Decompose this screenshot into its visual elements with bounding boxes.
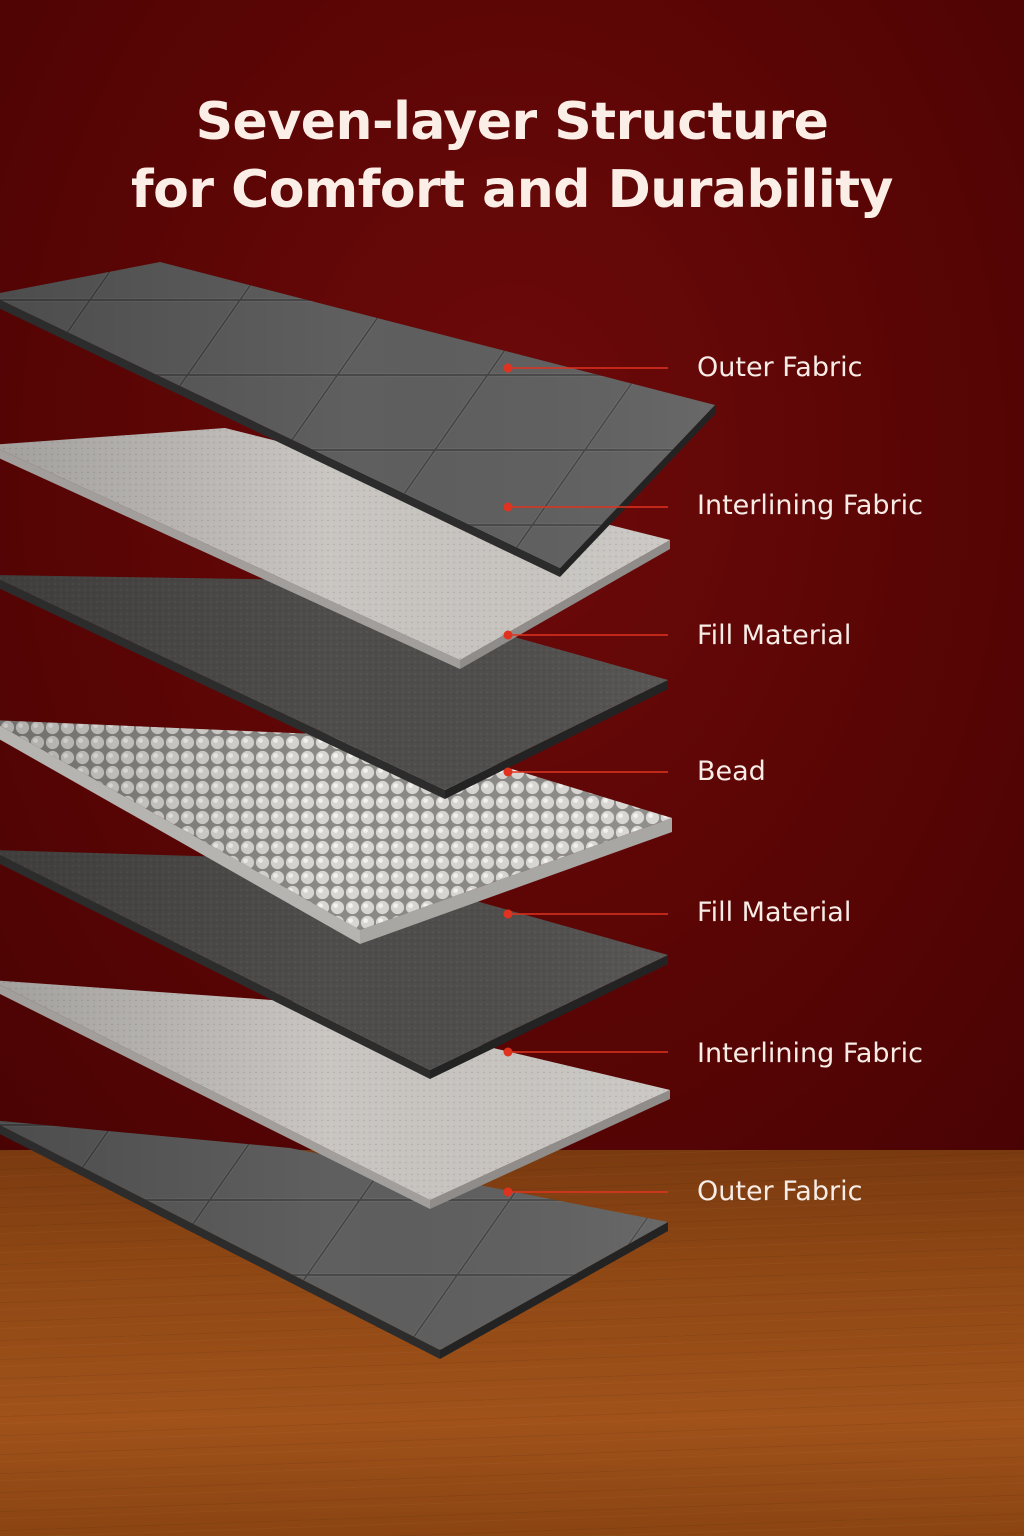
layer-label-interlining-fabric-top: Interlining Fabric bbox=[697, 490, 924, 521]
leader-dot-outer-fabric-top bbox=[503, 363, 513, 373]
layer-shading bbox=[0, 428, 670, 660]
layer-edge bbox=[360, 818, 672, 944]
layer-edge bbox=[0, 449, 460, 669]
layer-edge bbox=[0, 725, 360, 944]
leader-dot-interlining-fabric-bottom bbox=[503, 1047, 513, 1057]
layer-outer-fabric-top bbox=[0, 262, 715, 577]
title-line-2: for Comfort and Durability bbox=[131, 160, 893, 220]
title-line-1: Seven-layer Structure bbox=[195, 92, 829, 152]
layer-fill-material-bottom bbox=[0, 850, 668, 1079]
layer-shading bbox=[0, 262, 715, 568]
leader-dot-outer-fabric-bottom bbox=[503, 1187, 513, 1197]
layer-label-bead: Bead bbox=[697, 756, 766, 787]
layer-edge bbox=[440, 1222, 668, 1359]
layer-shading bbox=[0, 1120, 668, 1350]
layer-shading bbox=[0, 850, 668, 1070]
leader-dot-fill-material-top bbox=[503, 630, 513, 640]
layer-label-outer-fabric-top: Outer Fabric bbox=[697, 352, 863, 383]
layer-edge bbox=[460, 540, 670, 669]
layer-label-fill-material-top: Fill Material bbox=[697, 620, 852, 651]
layer-edge bbox=[0, 855, 430, 1079]
layer-shading bbox=[0, 575, 668, 790]
leader-dot-interlining-fabric-top bbox=[503, 502, 513, 512]
layer-edge bbox=[430, 955, 668, 1079]
layer-edge bbox=[560, 405, 715, 577]
layer-interlining-fabric-bottom bbox=[0, 980, 670, 1209]
layer-label-interlining-fabric-bottom: Interlining Fabric bbox=[697, 1038, 924, 1069]
layer-outer-fabric-bottom bbox=[0, 1120, 668, 1359]
leader-dot-bead-layer bbox=[503, 767, 513, 777]
layer-edge bbox=[0, 985, 430, 1209]
layer-edge bbox=[0, 299, 560, 577]
layer-edge bbox=[0, 1125, 440, 1359]
layer-fill-material-top bbox=[0, 575, 668, 799]
leader-dot-fill-material-bottom bbox=[503, 909, 513, 919]
layer-label-outer-fabric-bottom: Outer Fabric bbox=[697, 1176, 863, 1207]
layer-label-fill-material-bottom: Fill Material bbox=[697, 897, 852, 928]
layer-edge bbox=[0, 579, 445, 799]
layer-interlining-fabric-top bbox=[0, 428, 670, 669]
layer-shading bbox=[0, 980, 670, 1200]
layer-edge bbox=[430, 1090, 670, 1209]
layer-edge bbox=[445, 680, 668, 799]
